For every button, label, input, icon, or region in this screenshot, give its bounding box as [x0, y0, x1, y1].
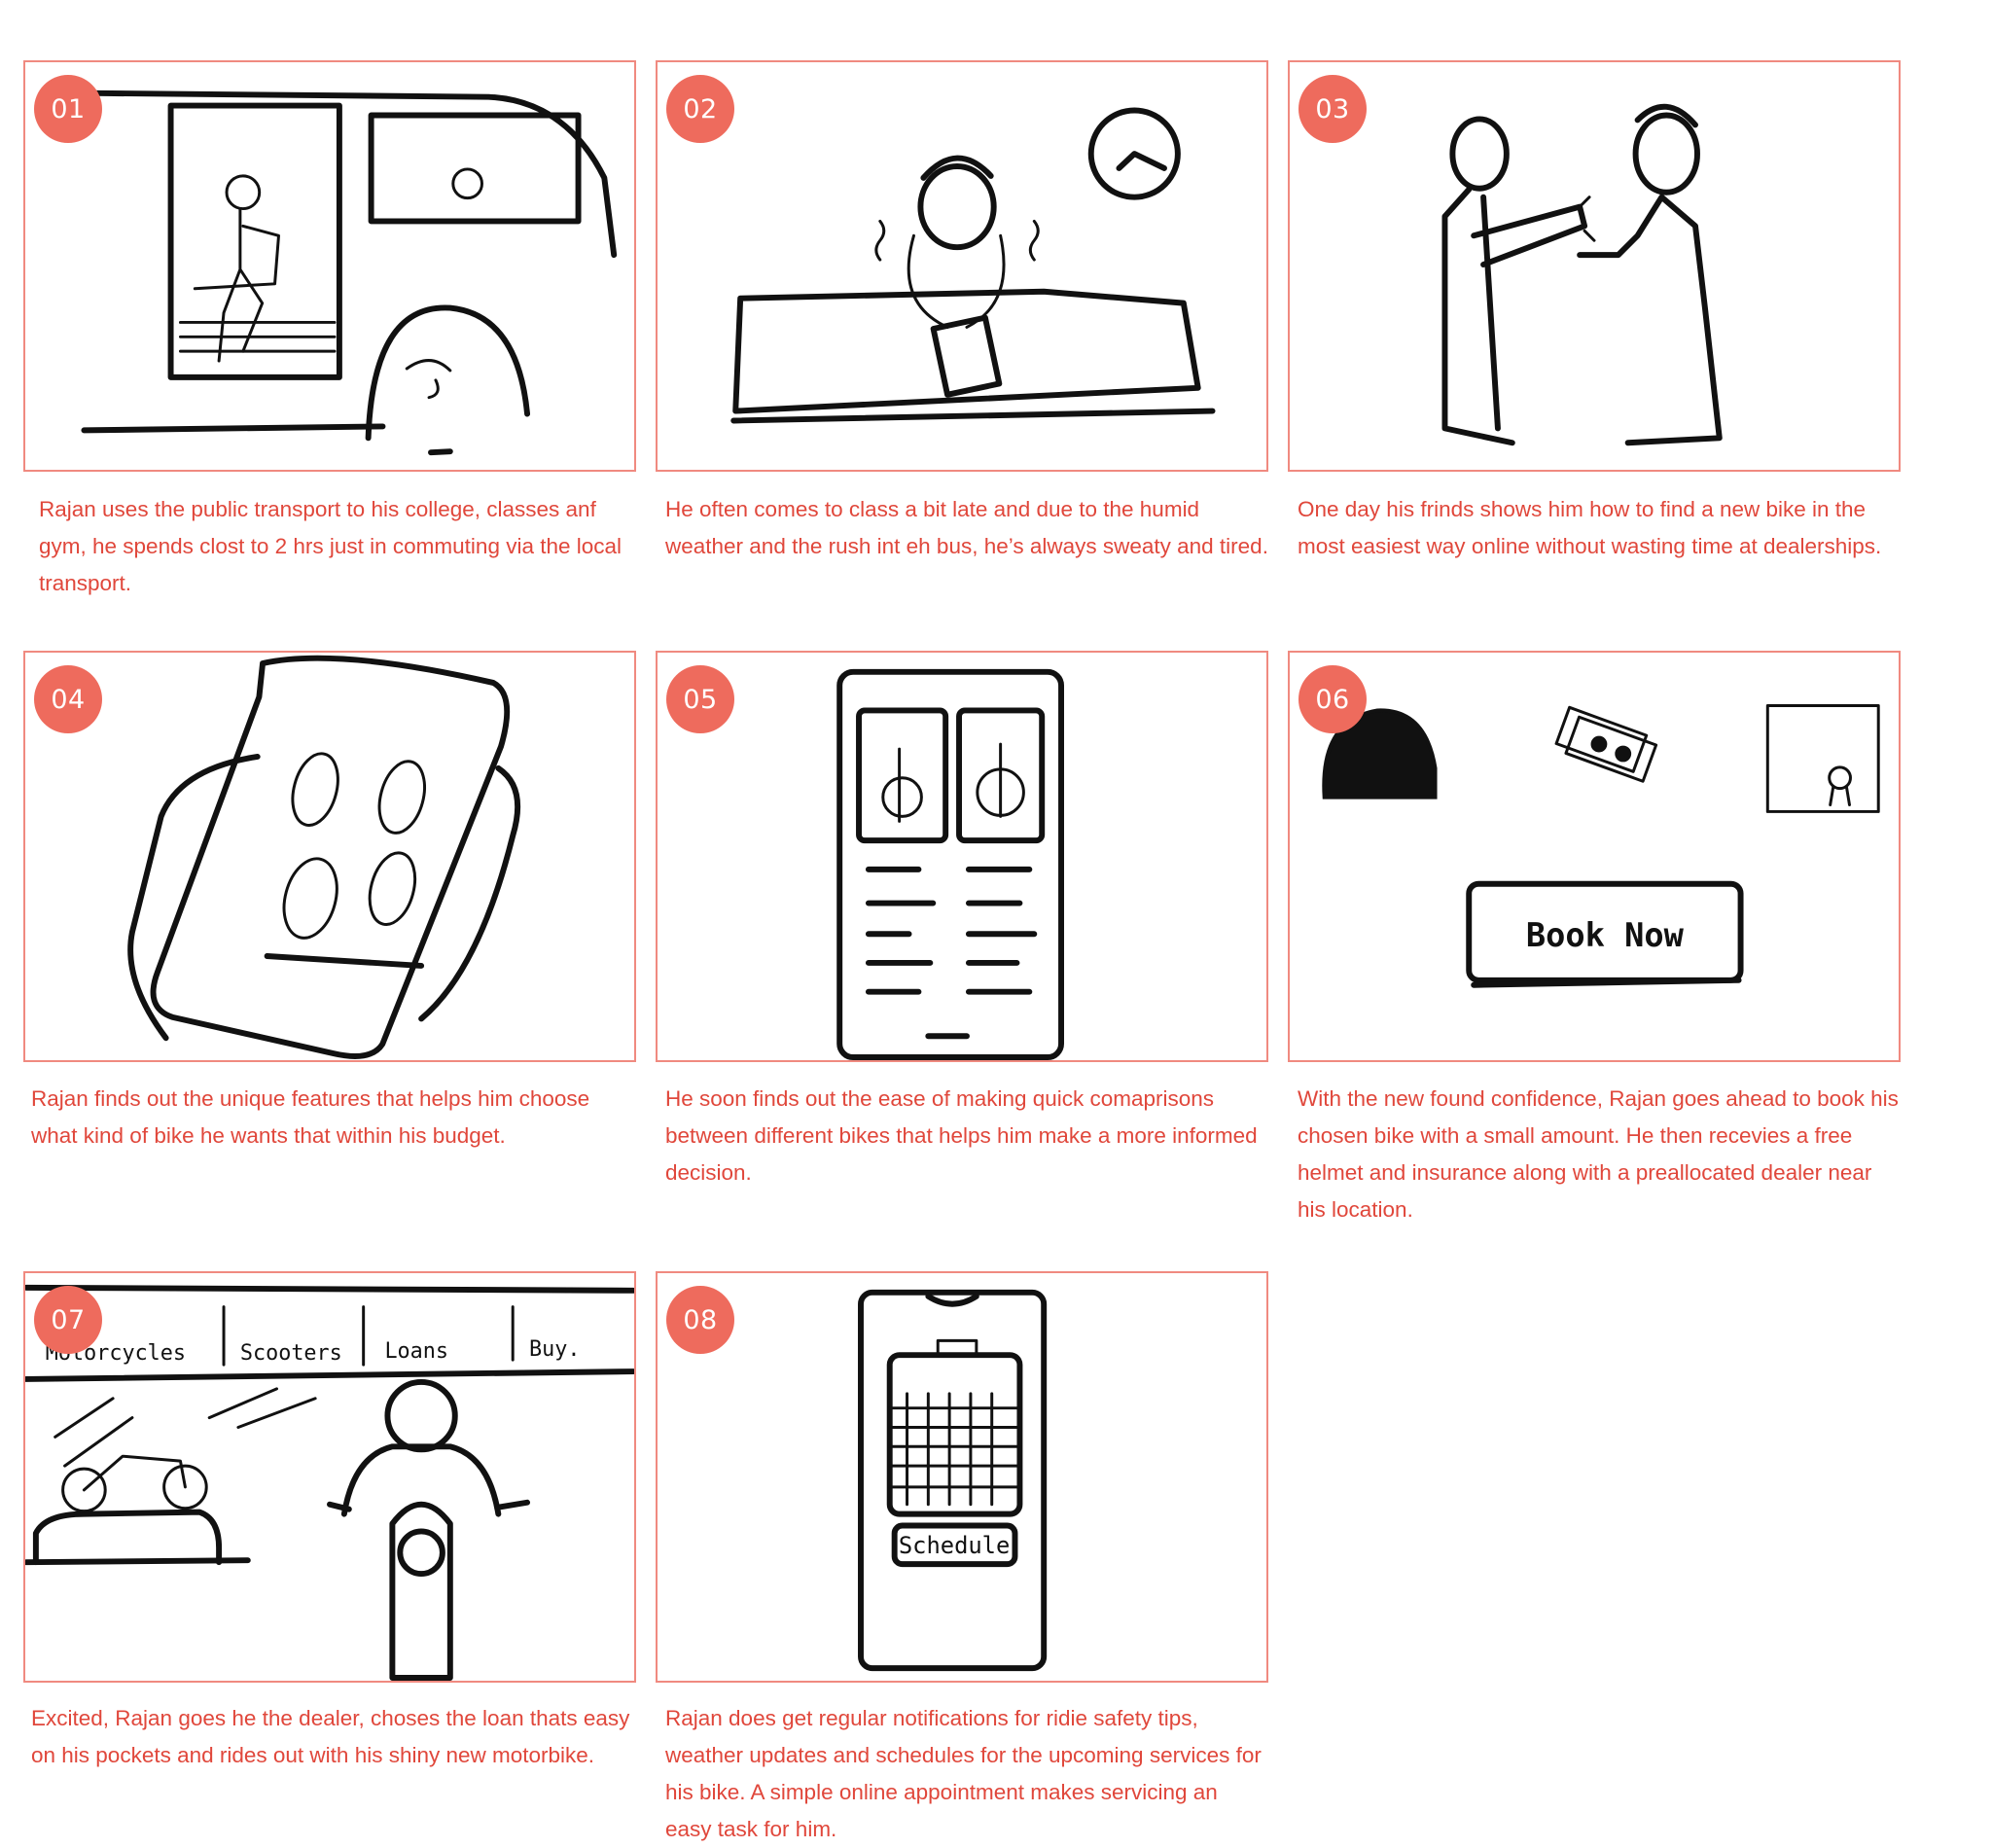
panel-caption-05: He soon finds out the ease of making qui…: [665, 1086, 1258, 1185]
storyboard-panel-07: 07 Motorcycles Scooters Loans Buy.: [23, 1271, 636, 1683]
booking-sketch: Book Now: [1322, 703, 1880, 988]
classroom-sketch: [730, 107, 1216, 424]
friends-sketch: [1441, 103, 1723, 446]
storyboard-panel-05: 05: [656, 651, 1268, 1062]
book-now-button-label: Book Now: [1526, 916, 1685, 954]
storyboard-panel-02: 02: [656, 60, 1268, 472]
phone-in-hand-sketch: [127, 655, 521, 1059]
panel-number-badge: 07: [34, 1286, 102, 1354]
dealer-sketch: Motorcycles Scooters Loans Buy.: [25, 1284, 634, 1681]
panel-number-badge: 03: [1298, 75, 1367, 143]
schedule-phone-sketch: Schedule: [858, 1289, 1048, 1672]
storyboard-panel-06: 06 Book Now: [1288, 651, 1901, 1062]
panel-caption-04: Rajan finds out the unique features that…: [31, 1086, 590, 1148]
nav-item-buy: Buy.: [529, 1337, 580, 1362]
storyboard-panel-03: 03: [1288, 60, 1901, 472]
comparison-phone-sketch: [836, 668, 1064, 1060]
panel-caption-03: One day his frinds shows him how to find…: [1298, 497, 1882, 558]
bus-sketch: [81, 89, 618, 456]
panel-number-badge: 02: [666, 75, 734, 143]
insurance-certificate-icon: [1765, 703, 1880, 813]
nav-item-scooters: Scooters: [240, 1341, 342, 1366]
helmet-icon: [1322, 708, 1438, 800]
nav-item-loans: Loans: [384, 1339, 448, 1364]
schedule-button-label: Schedule: [899, 1532, 1010, 1559]
panel-caption-01: Rajan uses the public transport to his c…: [39, 497, 622, 595]
panel-caption-07: Excited, Rajan goes he the dealer, chose…: [31, 1706, 630, 1767]
panel-number-badge: 08: [666, 1286, 734, 1354]
panel-number-badge: 01: [34, 75, 102, 143]
panel-caption-02: He often comes to class a bit late and d…: [665, 497, 1268, 558]
panel-caption-08: Rajan does get regular notifications for…: [665, 1706, 1262, 1841]
storyboard-panel-08: 08 Schedule: [656, 1271, 1268, 1683]
money-icon: [1554, 705, 1658, 783]
panel-caption-06: With the new found confidence, Rajan goe…: [1298, 1086, 1899, 1222]
panel-number-badge: 05: [666, 665, 734, 733]
panel-number-badge: 04: [34, 665, 102, 733]
storyboard-panel-01: 01: [23, 60, 636, 472]
storyboard-panel-04: 04: [23, 651, 636, 1062]
panel-number-badge: 06: [1298, 665, 1367, 733]
